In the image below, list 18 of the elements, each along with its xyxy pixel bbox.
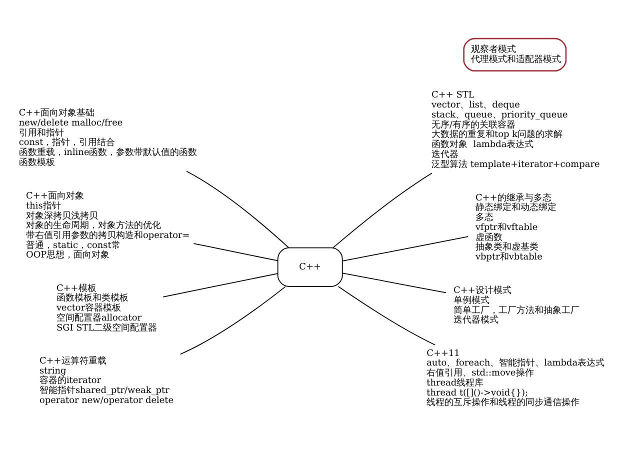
node-text: C++的继承与多态 静态绑定和动态绑定 多态 vfptr和vftable 虚函数 抽象类和虚基类 vbptr和vbtable xyxy=(475,192,556,262)
connector xyxy=(342,272,446,293)
connector xyxy=(342,236,469,261)
node-text: C++面向对象基础 new/delete malloc/free 引用和指针 const，指针，引用结合 函数重载，inline函数，参数带默认值的函数 函数模板 xyxy=(18,108,198,168)
node-text: C++11 auto、foreach、智能指针、lambda表达式 右值引用、std::move操作 thread线程库 thread t([]()->void{}); 线程的互斥操作和线程的同步通信操作 xyxy=(426,348,605,408)
connector xyxy=(186,170,290,248)
node-text: C++面向对象 this指针 对象深拷贝浅拷贝 对象的生命周期，对象方法的优化 带右值引用参数的拷贝构造和operator= 普通，static，const常 OOP思想，面向对象 xyxy=(26,191,190,260)
node-text: C++模板 函数模板和类模板 vector容器模板 空间配置器allocator SGI STL二级空间配置器 xyxy=(56,283,158,333)
connector xyxy=(180,286,286,354)
node-box: 观察者模式 代理模式和适配器模式 xyxy=(463,37,567,72)
connector xyxy=(162,272,278,297)
node-box: C++ xyxy=(277,246,343,286)
connector xyxy=(332,172,432,248)
node-text: C++运算符重载 string 容器的iterator 智能指针shared_ptr/weak_ptr operator new/operator delete xyxy=(39,356,174,406)
node-text: C++ STL vector、list、deque stack、queue、priority_queue 无序/有序的关联容器 大数据的重复和top k问题的求解 函数对象 lambda表达式 迭代器 泛型算法 template+iterator+compare xyxy=(432,90,600,170)
node-text: C++设计模式 单例模式 简单工厂，工厂方法和抽象工厂 迭代器模式 xyxy=(454,286,580,326)
connector xyxy=(338,286,436,345)
connector xyxy=(193,242,278,261)
